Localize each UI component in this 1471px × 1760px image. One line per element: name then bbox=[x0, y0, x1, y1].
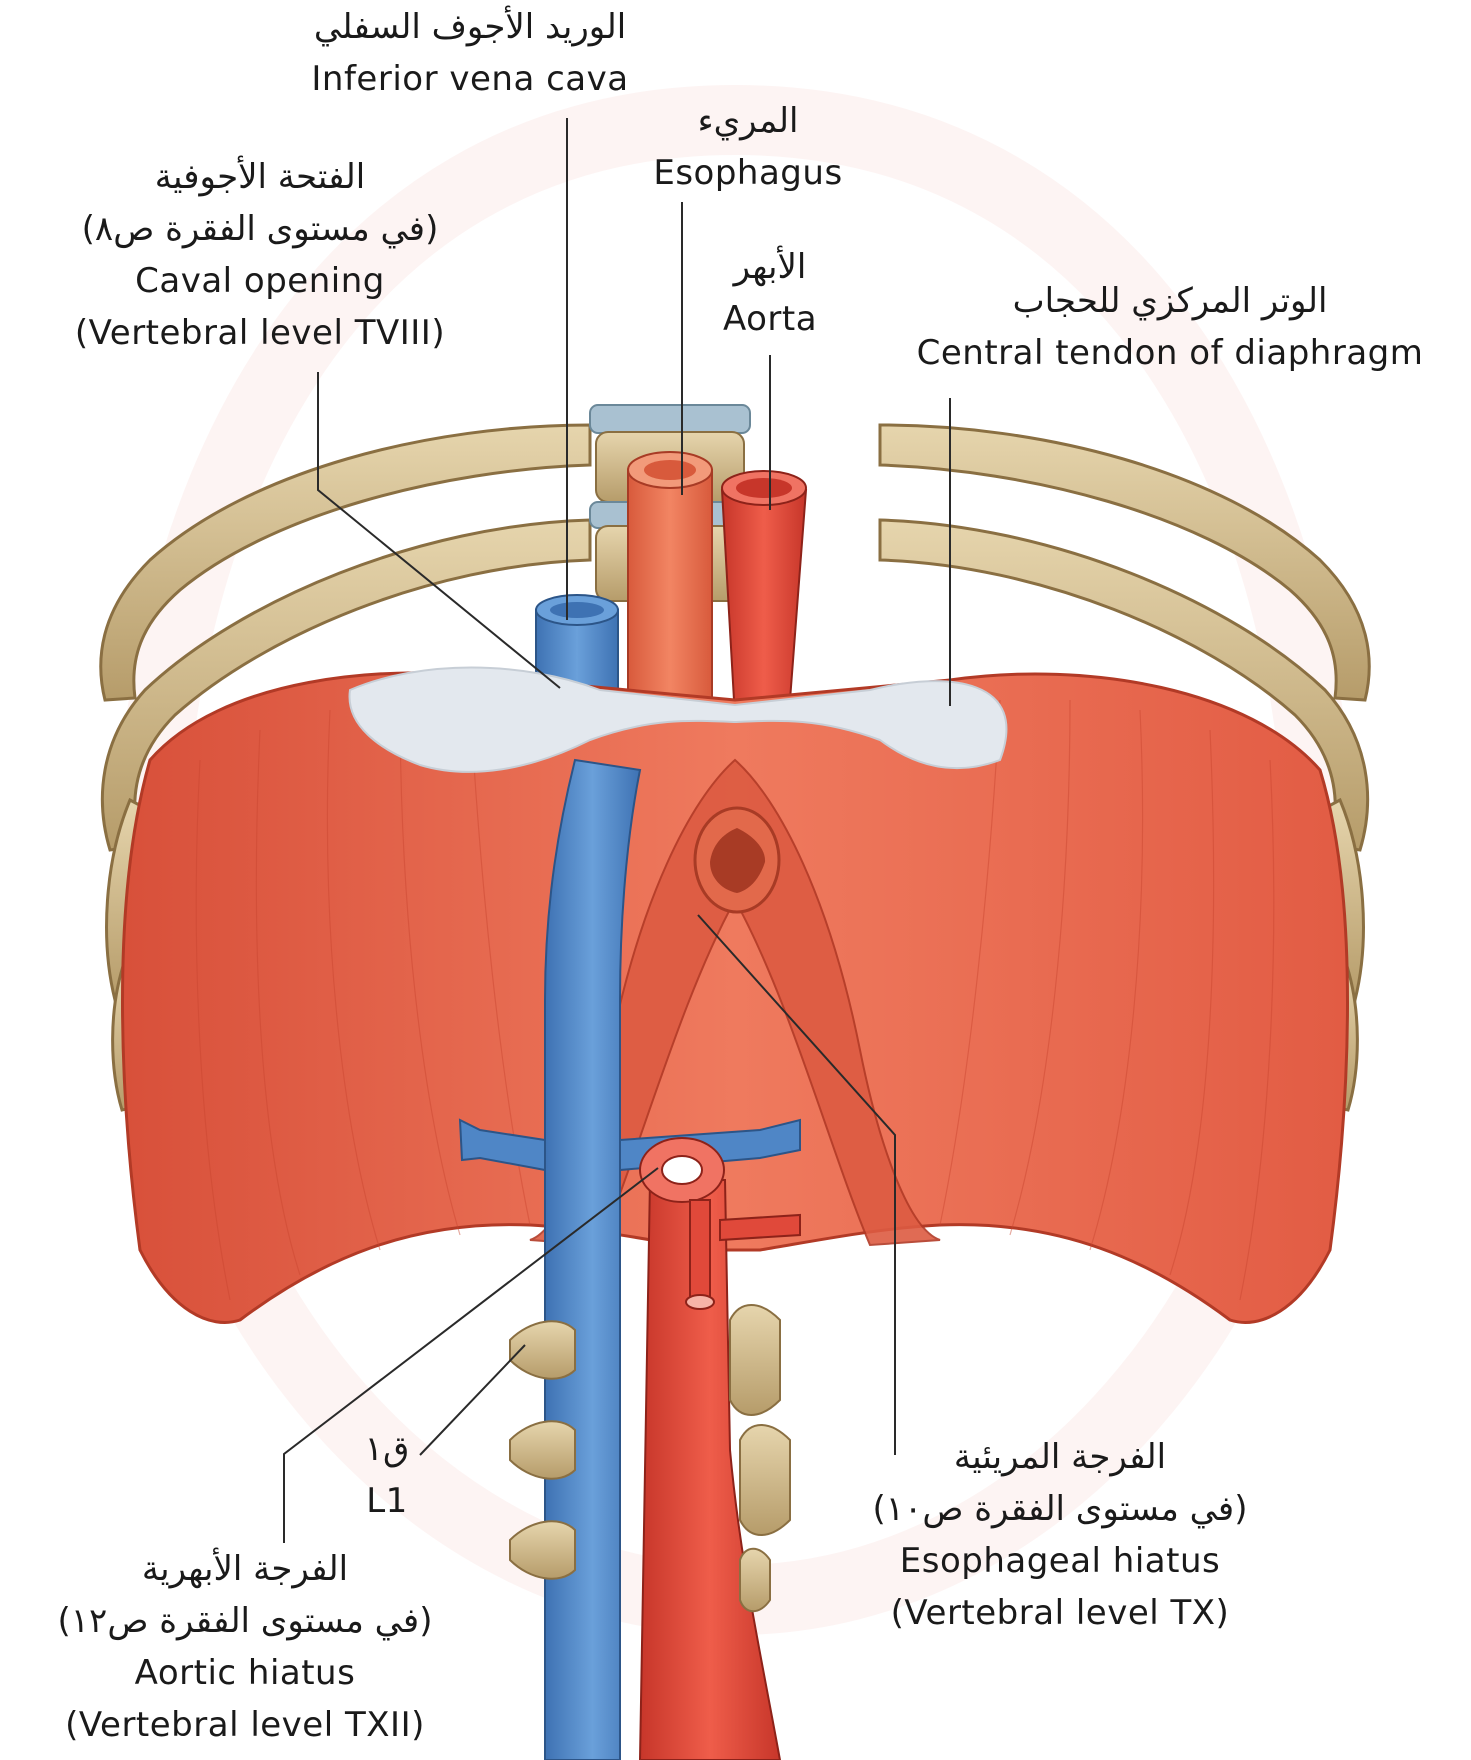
caval-english: Caval opening bbox=[10, 264, 510, 298]
esohiatus-english: Esophageal hiatus bbox=[800, 1544, 1320, 1578]
tendon-english: Central tendon of diaphragm bbox=[880, 336, 1460, 370]
label-aorta: الأبهر Aorta bbox=[690, 250, 850, 336]
label-esophageal-hiatus: الفرجة المريئية (في مستوى الفقرة ص١٠) Es… bbox=[800, 1440, 1320, 1630]
label-esophagus: المريء Esophagus bbox=[628, 104, 868, 190]
aorta-arabic: الأبهر bbox=[690, 250, 850, 284]
esophagus-cut-end bbox=[695, 808, 779, 912]
caval-english-level: (Vertebral level TVIII) bbox=[10, 316, 510, 350]
esohiatus-arabic-level: (في مستوى الفقرة ص١٠) bbox=[800, 1492, 1320, 1526]
l1-english: L1 bbox=[352, 1484, 422, 1518]
caval-arabic-level: (في مستوى الفقرة ص٨) bbox=[10, 212, 510, 246]
esophagus bbox=[628, 452, 712, 700]
caval-arabic: الفتحة الأجوفية bbox=[10, 160, 510, 194]
label-caval-opening: الفتحة الأجوفية (في مستوى الفقرة ص٨) Cav… bbox=[10, 160, 510, 350]
aortic-arabic-level: (في مستوى الفقرة ص١٢) bbox=[0, 1604, 490, 1638]
esohiatus-english-level: (Vertebral level TX) bbox=[800, 1596, 1320, 1630]
esohiatus-arabic: الفرجة المريئية bbox=[800, 1440, 1320, 1474]
aorta-english: Aorta bbox=[690, 302, 850, 336]
ivc-arabic: الوريد الأجوف السفلي bbox=[270, 10, 670, 44]
label-l1: ق١ L1 bbox=[352, 1432, 422, 1518]
leader-l1 bbox=[420, 1345, 525, 1455]
aortic-english-level: (Vertebral level TXII) bbox=[0, 1708, 490, 1742]
aortic-english: Aortic hiatus bbox=[0, 1656, 490, 1690]
aortic-arabic: الفرجة الأبهرية bbox=[0, 1552, 490, 1586]
tendon-arabic: الوتر المركزي للحجاب bbox=[880, 284, 1460, 318]
label-central-tendon: الوتر المركزي للحجاب Central tendon of d… bbox=[880, 284, 1460, 370]
label-inferior-vena-cava: الوريد الأجوف السفلي Inferior vena cava bbox=[270, 10, 670, 96]
l1-arabic: ق١ bbox=[352, 1432, 422, 1466]
aorta bbox=[722, 471, 806, 700]
label-aortic-hiatus: الفرجة الأبهرية (في مستوى الفقرة ص١٢) Ao… bbox=[0, 1552, 490, 1742]
esophagus-arabic: المريء bbox=[628, 104, 868, 138]
esophagus-english: Esophagus bbox=[628, 156, 868, 190]
ivc-english: Inferior vena cava bbox=[270, 62, 670, 96]
